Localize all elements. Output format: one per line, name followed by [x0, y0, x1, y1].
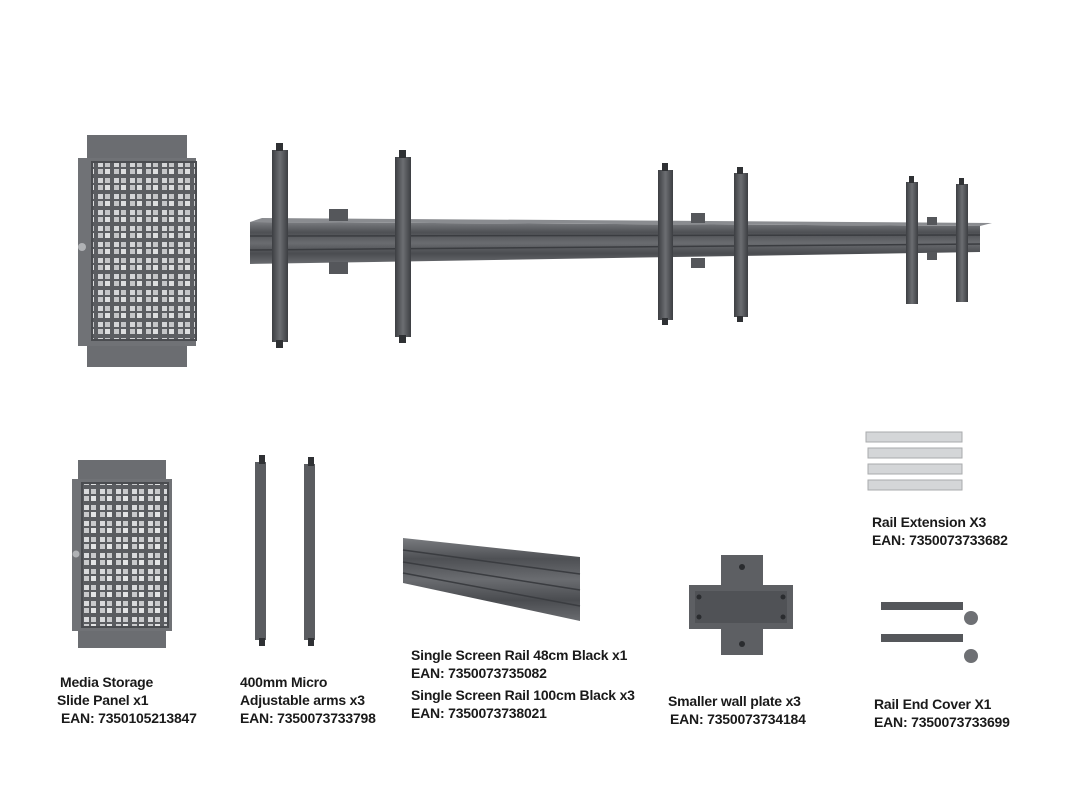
media-storage-panel-image [72, 460, 172, 648]
micro-arms-image [255, 455, 315, 646]
rail-end-cover-image [881, 602, 978, 663]
label-rail-extension: Rail Extension X3 EAN: 7350073733682 [872, 514, 1008, 548]
adjustable-arms-assembled [272, 143, 968, 348]
label-screen-rails: Single Screen Rail 48cm Black x1 EAN: 73… [411, 647, 635, 721]
screen-rail-image [402, 538, 581, 621]
label-media-storage: Media Storage Slide Panel x1 EAN: 735010… [57, 674, 197, 726]
rail-extension-image [865, 431, 963, 491]
label-rail-end-cover: Rail End Cover X1 EAN: 7350073733699 [874, 696, 1010, 730]
long-rail-assembled [249, 218, 992, 264]
wall-plate-brackets-assembled [329, 209, 937, 274]
label-micro-arms: 400mm Micro Adjustable arms x3 EAN: 7350… [240, 674, 376, 726]
wall-plate-image [689, 555, 793, 655]
assembled-mount-image [78, 135, 992, 367]
label-wall-plate: Smaller wall plate x3 EAN: 7350073734184 [668, 693, 806, 727]
media-storage-panel-assembled [78, 135, 197, 367]
